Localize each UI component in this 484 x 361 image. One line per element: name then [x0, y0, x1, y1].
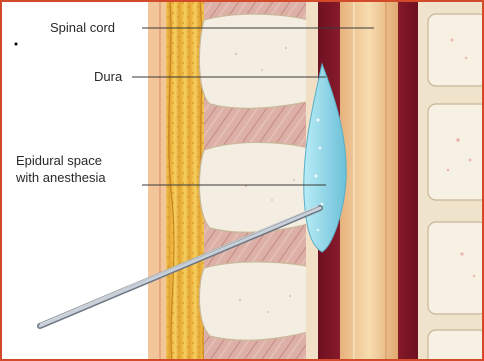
- vertebral-bodies: [428, 14, 484, 361]
- spinal-cord: [340, 0, 398, 361]
- dura-label: Dura: [94, 69, 122, 85]
- spinal-cord-label: Spinal cord: [50, 20, 115, 36]
- skin-layer: [148, 0, 168, 361]
- spinous-processes: [199, 14, 316, 340]
- epidural-space-label-line1: Epidural space: [16, 153, 102, 169]
- epidural-space-label-line2: with anesthesia: [16, 170, 106, 186]
